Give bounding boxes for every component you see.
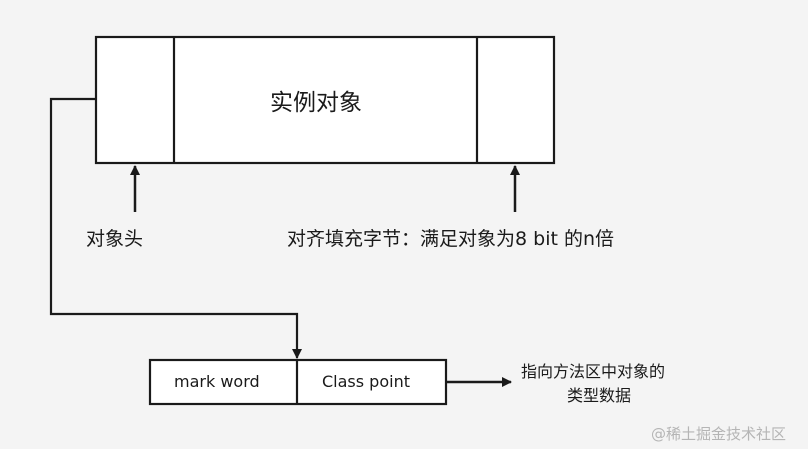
object-header-label: 对象头: [86, 228, 144, 250]
class-point-description-line2: 类型数据: [567, 386, 632, 405]
watermark: @稀土掘金技术社区: [651, 425, 787, 443]
class-point-description-line1: 指向方法区中对象的: [521, 362, 666, 381]
class-point-label: Class point: [322, 372, 410, 391]
instance-object-title: 实例对象: [270, 90, 362, 116]
padding-bytes-label: 对齐填充字节：满足对象为8 bit 的n倍: [287, 228, 614, 250]
header-connector: [49, 97, 302, 359]
mark-word-label: mark word: [174, 372, 260, 391]
